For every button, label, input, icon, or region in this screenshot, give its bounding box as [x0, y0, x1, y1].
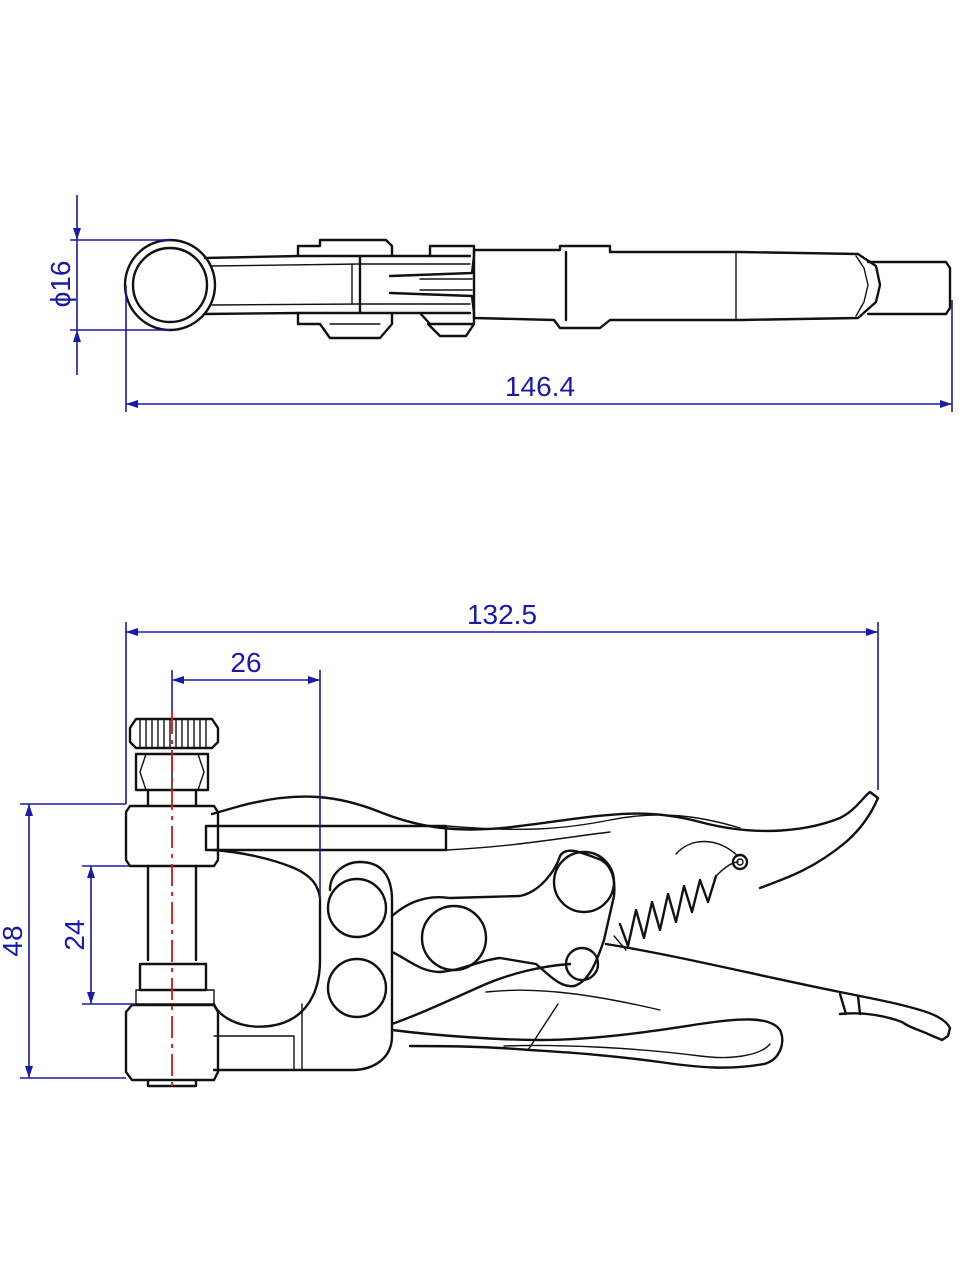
side-length-dimension: 132.5	[125, 599, 879, 804]
top-length-value: 146.4	[505, 371, 575, 402]
side-offset-dimension: 26	[171, 647, 321, 898]
knurled-knob	[128, 717, 220, 750]
top-diameter-value: 16	[45, 261, 76, 292]
top-view	[123, 238, 952, 340]
linkage	[390, 849, 616, 988]
top-view-jaw-arms	[203, 254, 472, 316]
side-opening-dimension: 24	[59, 865, 136, 1005]
c-frame	[212, 860, 394, 1072]
top-diameter-dimension: ϕ16	[45, 195, 170, 375]
top-length-dimension: 146.4	[125, 285, 953, 412]
top-view-handle	[472, 244, 952, 330]
side-height-dimension: 48	[0, 803, 126, 1079]
upper-collar	[124, 804, 220, 868]
return-spring	[613, 840, 749, 951]
top-view-rivets	[296, 238, 476, 340]
svg-text:ϕ16: ϕ16	[45, 261, 76, 308]
side-opening-value: 24	[59, 919, 90, 950]
side-offset-value: 26	[230, 647, 261, 678]
diameter-symbol: ϕ	[45, 292, 76, 308]
side-length-value: 132.5	[467, 599, 537, 630]
top-view-pad	[123, 238, 217, 332]
side-height-value: 48	[0, 925, 28, 956]
screw-shaft	[135, 864, 215, 1005]
lower-handle	[390, 942, 952, 1069]
upper-jaw-body	[204, 790, 880, 900]
side-view	[124, 712, 952, 1092]
